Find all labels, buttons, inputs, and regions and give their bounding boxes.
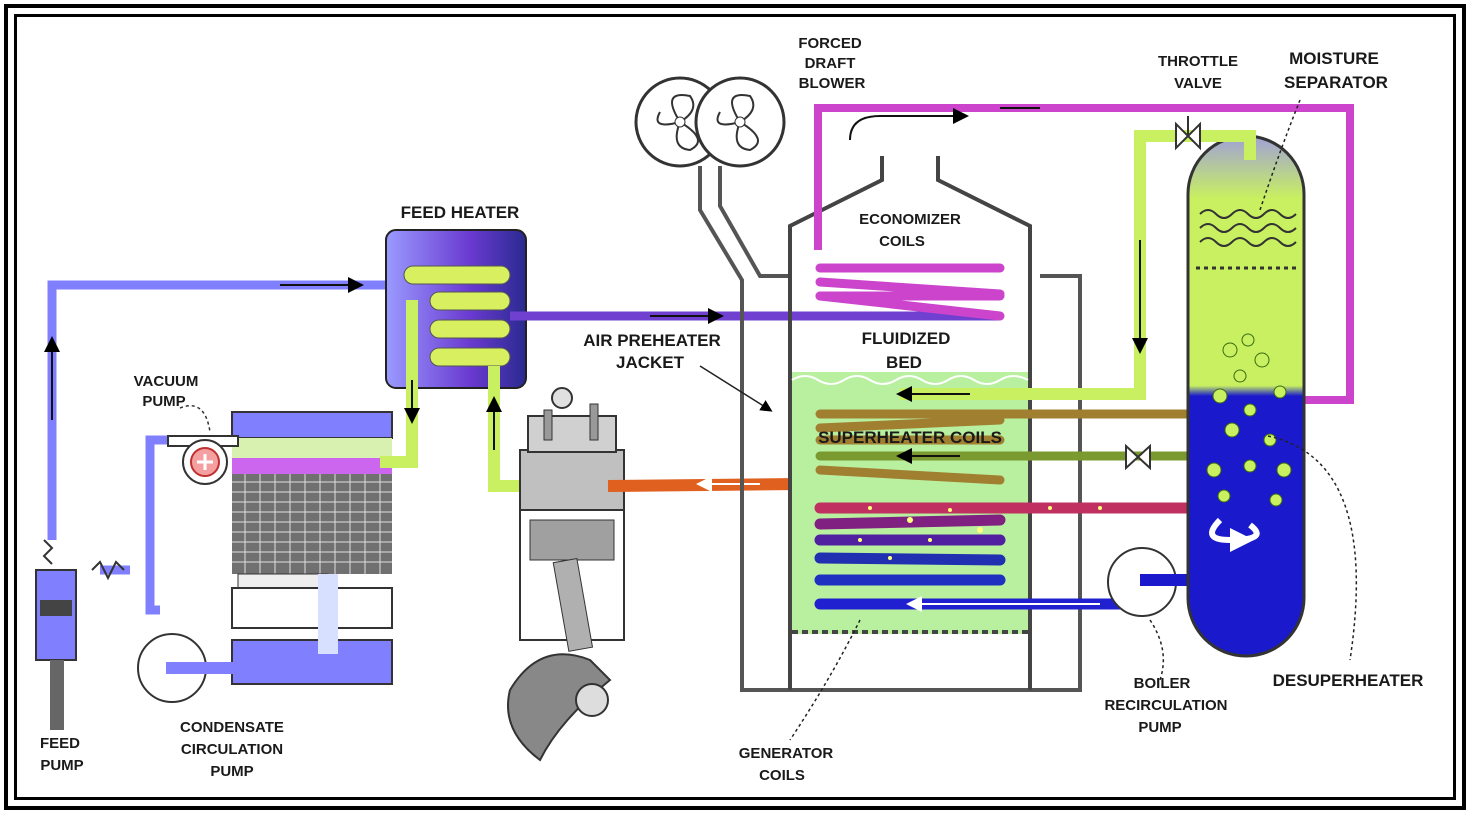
vacuum-pump xyxy=(167,435,239,485)
label-forced-draft-1: FORCED xyxy=(798,35,862,52)
economizer-coils xyxy=(815,263,1005,321)
label-feed-pump-1: FEED xyxy=(40,735,80,752)
pointer-lines xyxy=(699,99,1358,741)
label-forced-draft-2: DRAFT xyxy=(805,55,856,72)
label-superheater-coils: SUPERHEATER COILS xyxy=(818,428,1002,447)
desuperheater-valve xyxy=(1125,443,1151,471)
label-recirc-3: PUMP xyxy=(1138,719,1181,736)
generator-bubbles xyxy=(858,506,1102,560)
label-economizer-1: ECONOMIZER xyxy=(859,211,961,228)
label-condensate-1: CONDENSATE xyxy=(180,719,284,736)
forced-draft-blower xyxy=(634,76,786,168)
condenser xyxy=(231,411,393,685)
condensate-circulation-pump xyxy=(137,633,236,703)
feed-heater-drain-pipe xyxy=(380,300,418,468)
label-forced-draft-3: BLOWER xyxy=(799,75,866,92)
feed-heater xyxy=(385,229,527,389)
economizer-outlet-pipe xyxy=(814,104,1354,404)
throttle-valve-pipe xyxy=(1180,130,1256,160)
label-recirc-2: RECIRCULATION xyxy=(1104,697,1227,714)
label-vacuum-1: VACUUM xyxy=(134,373,199,390)
label-moisture-1: MOISTURE xyxy=(1289,49,1379,68)
label-recirc-1: BOILER xyxy=(1134,675,1191,692)
label-throttle-1: THROTTLE xyxy=(1158,53,1238,70)
steam-engine xyxy=(507,387,625,762)
label-generator-2: COILS xyxy=(759,767,805,784)
label-economizer-2: COILS xyxy=(879,233,925,250)
label-desuperheater: DESUPERHEATER xyxy=(1273,671,1424,690)
label-feed-heater: FEED HEATER xyxy=(401,203,520,222)
label-condensate-3: PUMP xyxy=(210,763,253,780)
label-feed-pump-2: PUMP xyxy=(40,757,83,774)
label-throttle-2: VALVE xyxy=(1174,75,1222,92)
label-generator-1: GENERATOR xyxy=(739,745,834,762)
label-condensate-2: CIRCULATION xyxy=(181,741,283,758)
label-air-preheater-1: AIR PREHEATER xyxy=(583,331,721,350)
label-moisture-2: SEPARATOR xyxy=(1284,73,1388,92)
air-duct xyxy=(698,166,1082,692)
throttle-valve xyxy=(1175,116,1201,151)
label-fluidized-2: BED xyxy=(886,353,922,372)
steam-drum xyxy=(1186,134,1306,658)
outer-frame-border xyxy=(4,4,1466,810)
feed-pump xyxy=(35,539,77,730)
label-vacuum-2: PUMP xyxy=(142,393,185,410)
inner-frame-border xyxy=(14,14,1456,800)
label-air-preheater-2: JACKET xyxy=(616,353,685,372)
label-fluidized-1: FLUIDIZED xyxy=(862,329,951,348)
